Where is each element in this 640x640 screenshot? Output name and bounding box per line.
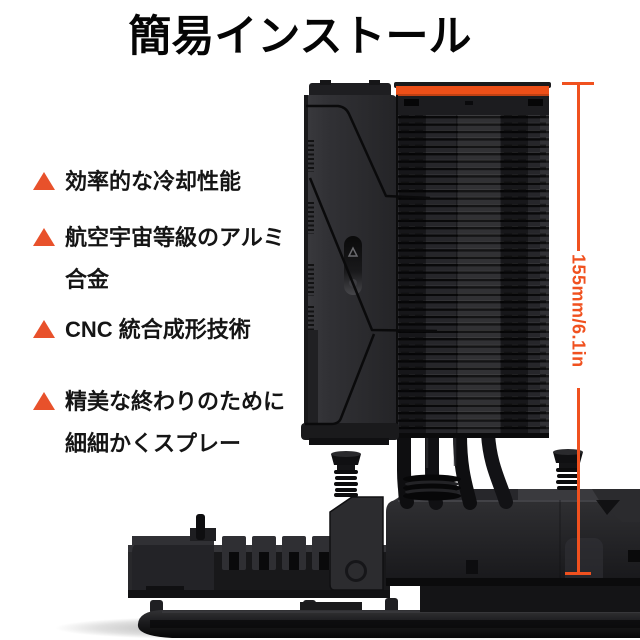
dimension-line-lower [577,388,580,575]
page-title: 簡易インストール [128,13,472,61]
feature-item-spray: 精美な終わりのために細細かくスプレー [33,387,285,459]
orange-top-plate [396,86,549,96]
triangle-bullet-icon [33,172,55,190]
dimension-label: 155mm/6.1in [568,254,589,368]
feature-text: 精美な終わりのために [65,389,286,414]
triangle-bullet-icon [33,228,55,246]
feature-text: CNC 統合成形技術 [65,317,251,342]
cooler-base-block [386,489,640,612]
heat-pipes [397,427,513,510]
triangle-bullet-icon [33,392,55,410]
feature-item-cnc: CNC 統合成形技術 [33,315,251,345]
spring-screw-right [553,449,583,490]
mounting-bracket [329,496,384,591]
triangle-bullet-icon [33,320,55,338]
dimension-line-upper [577,85,580,251]
feature-text: 効率的な冷却性能 [65,169,242,194]
feature-text-line2: 細細かくスプレー [65,431,242,456]
heatsink-fin-stack [394,82,551,438]
feature-text-line2: 合金 [65,267,110,292]
feature-item-aluminum: 航空宇宙等級のアルミ合金 [33,223,285,295]
feature-text: 航空宇宙等級のアルミ [65,225,285,250]
backplate-board [137,598,640,638]
fan [301,80,438,445]
feature-item-cooling: 効率的な冷却性能 [33,167,241,197]
dimension-top-cap [562,82,594,85]
dimension-annotation: 155mm/6.1in [561,82,595,578]
spring-screw-left [331,451,361,497]
fan-clip-wire [305,104,438,426]
dimension-bottom-cap [565,572,591,575]
pipe-collar [403,474,461,501]
